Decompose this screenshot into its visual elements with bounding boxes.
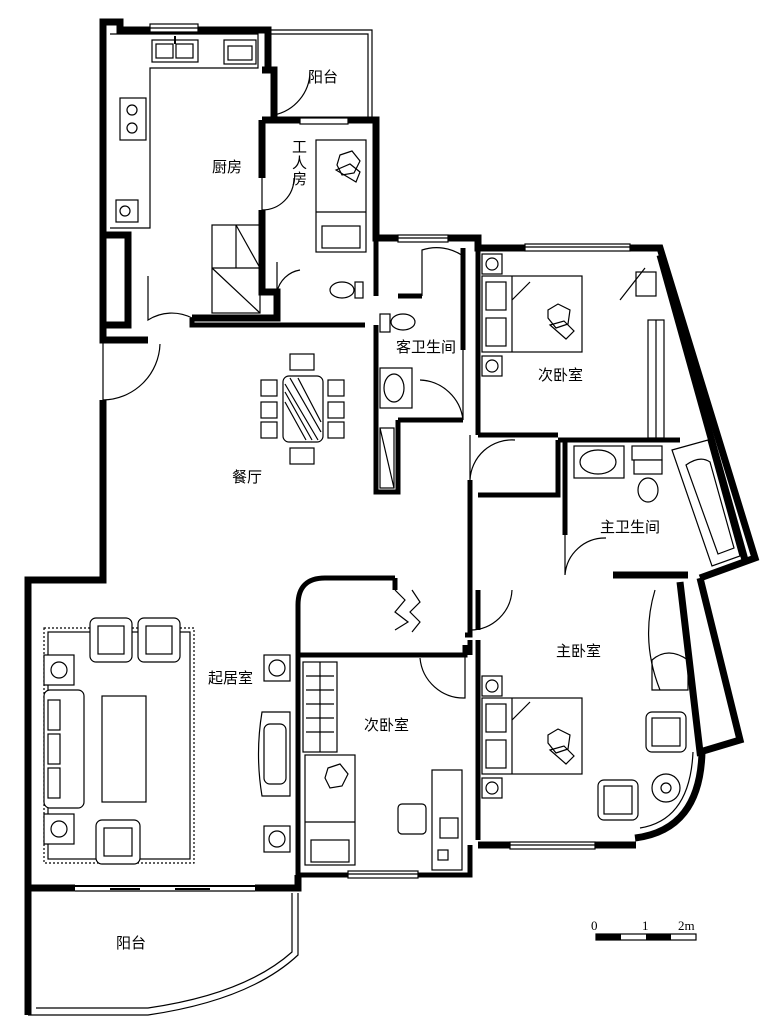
bedroom-s-label: 次卧室 — [364, 716, 409, 734]
bedroom-ne-label: 次卧室 — [538, 366, 583, 384]
bedroom-ne-furniture — [481, 253, 665, 439]
scale-bar: 0 1 2m — [591, 918, 697, 941]
doors — [102, 70, 607, 699]
master-bedroom-furniture — [481, 589, 689, 821]
guest-bath-label: 客卫生间 — [396, 338, 456, 356]
balcony-bottom-label: 阳台 — [116, 934, 146, 952]
guest-bath-fixtures — [379, 313, 416, 489]
maid-room-label-2: 人 — [292, 154, 307, 172]
room-labels: 阳台 厨房 工 人 房 客卫生间 次卧室 餐厅 主卫生间 主卧室 起居室 次卧室… — [116, 68, 660, 952]
balcony-bottom-outline — [28, 893, 299, 1016]
bedroom-s-furniture — [302, 661, 463, 871]
windows — [75, 23, 631, 892]
master-bath-label: 主卫生间 — [600, 518, 660, 536]
dining-table — [260, 353, 345, 465]
dining-label: 餐厅 — [232, 468, 262, 486]
balcony-top-label: 阳台 — [308, 68, 338, 86]
living-room-label: 起居室 — [208, 669, 253, 687]
maid-room-label-1: 工 — [292, 138, 307, 156]
maid-room-label-3: 房 — [292, 170, 307, 188]
scale-tick-1: 1 — [642, 918, 649, 933]
kitchen-label: 厨房 — [212, 158, 242, 176]
balcony-top-outline — [268, 29, 373, 120]
scale-tick-2: 2m — [678, 918, 695, 933]
living-room-furniture — [43, 617, 291, 865]
kitchen-fixtures — [110, 33, 261, 314]
maid-room-bed — [315, 139, 367, 253]
scale-tick-0: 0 — [591, 918, 598, 933]
interior-walls — [28, 238, 680, 892]
master-bedroom-label: 主卧室 — [556, 642, 601, 660]
maid-wc — [329, 281, 364, 299]
exterior-walls — [24, 18, 760, 1015]
master-bay-window — [478, 751, 706, 849]
master-bath-fixtures — [573, 439, 741, 567]
